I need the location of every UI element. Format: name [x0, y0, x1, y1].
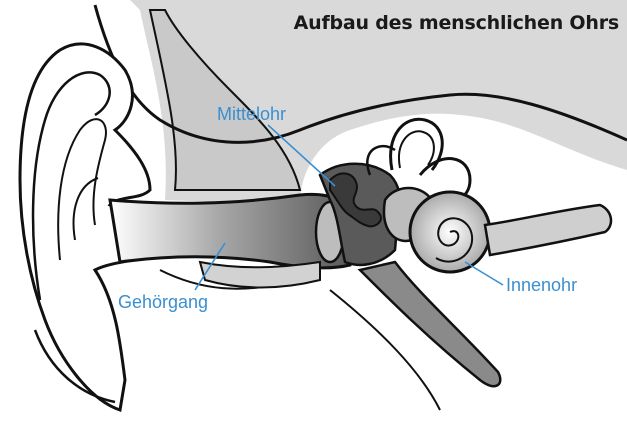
jaw-bone [200, 262, 320, 288]
label-innenohr: Innenohr [506, 275, 577, 296]
auditory-nerve [485, 205, 611, 255]
diagram-title: Aufbau des menschlichen Ohrs [294, 12, 619, 34]
semicircular-canal-a-inner [399, 131, 434, 168]
label-gehoergang: Gehörgang [118, 292, 208, 313]
label-mittelohr: Mittelohr [217, 104, 286, 125]
leader-innenohr [465, 262, 503, 285]
ear-canal [110, 194, 350, 267]
eustachian-tube [360, 262, 500, 386]
